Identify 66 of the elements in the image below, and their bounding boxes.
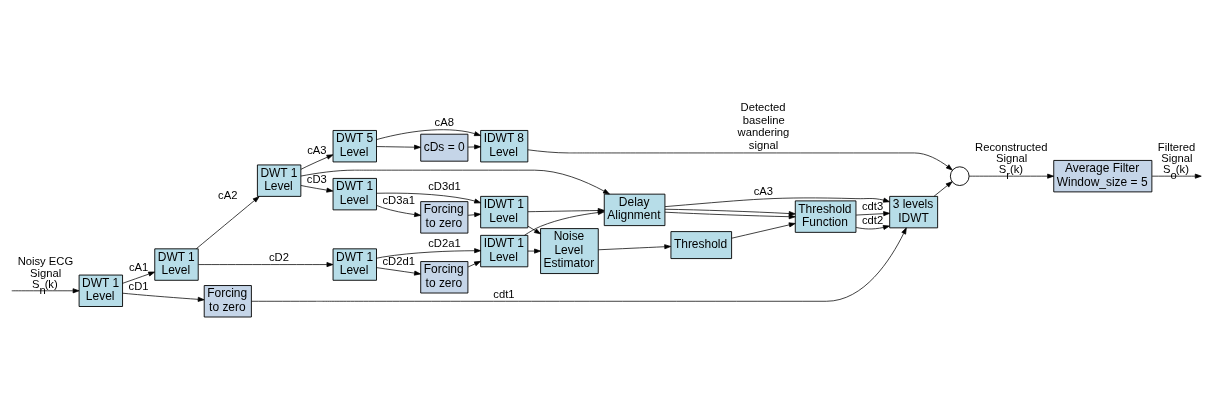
edge-label: cdt1 (493, 287, 515, 300)
node-box: DWT 1 Level (154, 248, 199, 281)
node-box: DWT 5 Level (332, 130, 377, 163)
arrow (376, 248, 481, 259)
edge-label: cA8 (434, 115, 454, 128)
node-box: Threshold Function (794, 200, 857, 233)
arrow (527, 225, 541, 235)
node-box: IDWT 1 Level (480, 195, 529, 229)
arrow (376, 129, 481, 140)
arrow (11, 288, 80, 294)
edge-label: cD3a1 (382, 193, 415, 206)
arrow (933, 181, 953, 197)
arrow (467, 261, 481, 268)
arrow (855, 211, 890, 217)
node-box: cDs = 0 (420, 133, 469, 162)
arrow (467, 144, 481, 150)
node-box: DWT 1 Level (256, 164, 302, 197)
arrow (527, 149, 953, 171)
node-box: Noise Level Estimator (540, 228, 599, 274)
arrow (855, 225, 890, 230)
arrow (664, 208, 796, 216)
edge-label: cD3d1 (428, 180, 461, 193)
arrow (527, 248, 541, 254)
arrow (300, 169, 610, 195)
arrow (467, 212, 481, 218)
arrow (376, 192, 481, 204)
edge-label: cD1 (128, 280, 149, 293)
edge-label: cdt3 (861, 199, 884, 212)
edge-label: cA3 (753, 184, 774, 197)
arrow (122, 271, 155, 284)
node-box: DWT 1 Level (78, 274, 123, 307)
edge-label: cA1 (128, 260, 149, 273)
edge-label: cA2 (218, 189, 238, 202)
node-box: DWT 1 Level (332, 177, 377, 211)
arrow (300, 185, 334, 193)
edge-label: cD2 (269, 250, 289, 263)
arrow (376, 144, 421, 150)
edge-label: cdt2 (861, 214, 884, 227)
edge-label: cD3 (306, 172, 327, 185)
arrow (376, 205, 421, 218)
edge-label: Detected baseline wandering signal (737, 100, 790, 152)
arrow (598, 244, 672, 251)
node-box: Average Filter Window_size = 5 (1053, 160, 1153, 193)
arrow (731, 222, 796, 239)
arrow (195, 196, 260, 250)
arrow (122, 292, 205, 302)
node-box: Forcing to zero (420, 201, 469, 234)
node-box: DWT 1 Level (332, 248, 377, 281)
node-box: Delay Alignment (603, 193, 666, 227)
arrow (664, 197, 890, 208)
arrow (376, 267, 421, 276)
node-box: IDWT 1 Level (480, 234, 529, 268)
arrow (1151, 173, 1202, 179)
edge-label: cA3 (307, 144, 327, 157)
arrow (664, 211, 796, 220)
node-box: Threshold (670, 231, 733, 259)
edge-label: cD2d1 (382, 254, 415, 267)
node-box: Forcing to zero (420, 261, 469, 294)
node-box: IDWT 8 Level (480, 130, 529, 163)
node-box: 3 levels IDWT (889, 195, 939, 229)
arrow (198, 262, 334, 268)
node-box: Forcing to zero (203, 285, 252, 318)
arrow (968, 173, 1054, 179)
arrow (300, 154, 334, 170)
edge-label: cD2a1 (428, 236, 461, 249)
node-circle (949, 166, 970, 186)
